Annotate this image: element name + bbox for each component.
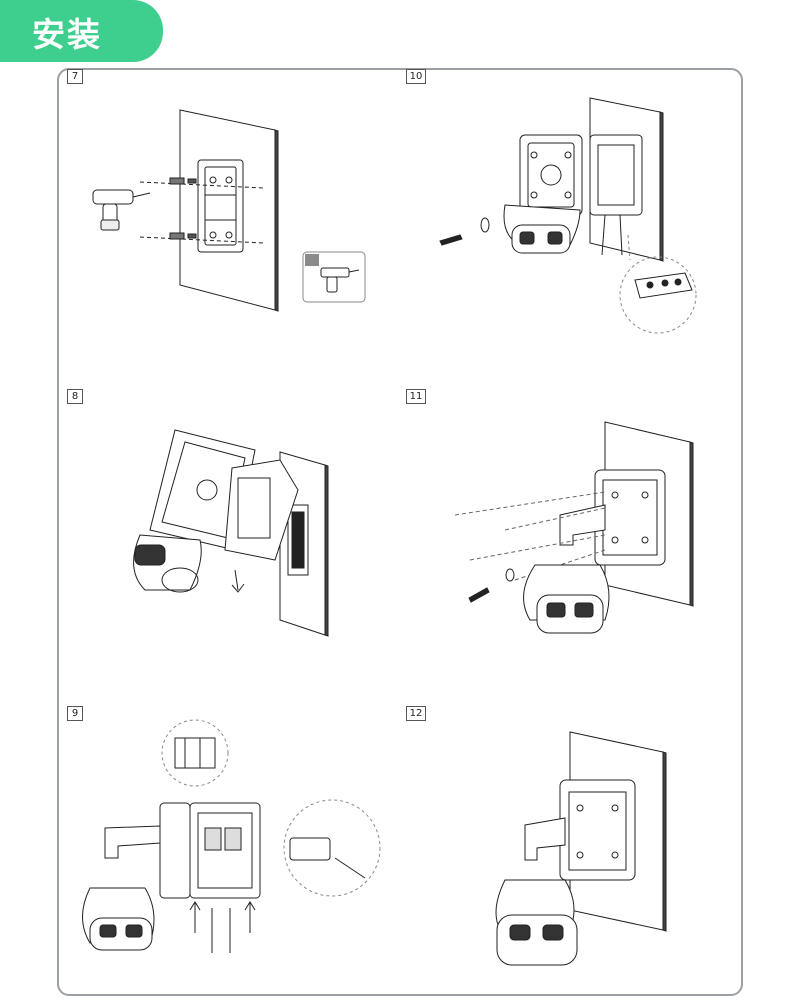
wall-bracket-arm xyxy=(525,818,565,860)
drill-tool-badge xyxy=(303,252,365,302)
section-header-tab: 安装 xyxy=(0,0,163,62)
step-number-9: 9 xyxy=(67,706,83,721)
upward-arrow-icons xyxy=(190,902,255,933)
camera-head xyxy=(497,915,577,965)
anchor-screws xyxy=(170,178,196,239)
step-number-10: 10 xyxy=(406,69,426,84)
camera-head xyxy=(90,918,152,950)
zoom-detail-circle xyxy=(620,257,696,333)
open-cover xyxy=(160,803,190,898)
section-title: 安装 xyxy=(32,15,102,54)
power-adapter xyxy=(290,838,330,860)
step-number-7: 7 xyxy=(67,69,83,84)
hex-key-icon xyxy=(469,588,489,602)
step-number-8: 8 xyxy=(67,389,83,404)
wall-panel xyxy=(180,110,275,310)
step-7-illustration xyxy=(85,100,385,320)
step-8-illustration xyxy=(120,420,340,640)
wall-bracket-arm xyxy=(560,505,605,545)
mounting-plate xyxy=(198,160,243,252)
junction-box xyxy=(225,460,298,560)
step-9-illustration xyxy=(80,718,390,980)
wall-bracket-arm xyxy=(105,826,160,858)
zoom-detail-circle xyxy=(284,800,380,896)
junction-box xyxy=(560,780,635,880)
step-12-illustration xyxy=(485,730,685,980)
junction-box xyxy=(590,135,642,215)
step-number-12: 12 xyxy=(406,706,426,721)
zoom-detail-circle xyxy=(162,720,228,786)
step-11-illustration xyxy=(455,420,695,650)
open-cover xyxy=(520,135,582,215)
drill-icon xyxy=(93,190,150,230)
step-10-illustration xyxy=(430,95,720,345)
instruction-frame xyxy=(57,68,743,996)
hex-key-icon xyxy=(440,235,462,245)
step-number-11: 11 xyxy=(406,389,426,404)
